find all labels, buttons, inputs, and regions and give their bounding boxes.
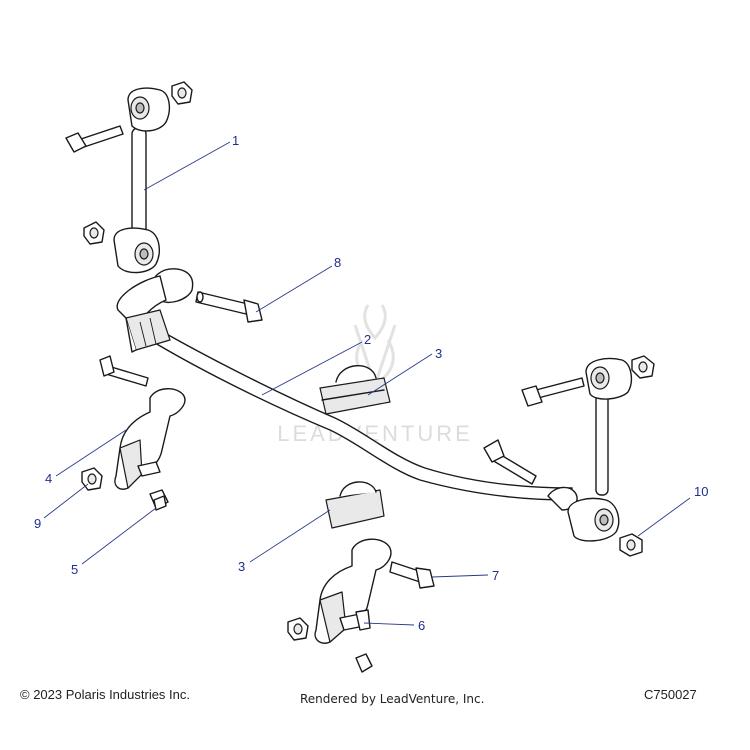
- callout-3-lower[interactable]: 3: [238, 509, 331, 574]
- stabilizer-link-left: [113, 87, 171, 274]
- bar-bushing-left: [125, 309, 171, 353]
- svg-text:8: 8: [334, 255, 341, 270]
- rendered-by-text: Rendered by LeadVenture, Inc.: [300, 692, 485, 706]
- nut-upper-left: [171, 81, 193, 105]
- svg-text:2: 2: [364, 332, 371, 347]
- bolt-7: [389, 561, 435, 589]
- fitting-lower: [355, 653, 373, 673]
- bushing-3-upper: [319, 364, 391, 415]
- svg-text:10: 10: [694, 484, 708, 499]
- callout-9[interactable]: 9: [34, 483, 89, 531]
- bolt-upper-left: [65, 125, 124, 153]
- nut-upper-right: [631, 355, 655, 379]
- svg-text:9: 9: [34, 516, 41, 531]
- bolt-upper-right: [521, 377, 585, 407]
- callout-4[interactable]: 4: [45, 429, 127, 486]
- fitting-5: [149, 489, 169, 511]
- callout-6[interactable]: 6: [363, 618, 425, 633]
- nut-lower: [287, 617, 309, 641]
- copyright-text: © 2023 Polaris Industries Inc.: [20, 687, 190, 702]
- callout-10[interactable]: 10: [637, 484, 708, 537]
- svg-text:3: 3: [435, 346, 442, 361]
- diagram-code: C750027: [644, 687, 697, 702]
- nut-lower-left: [83, 221, 105, 245]
- bolt-bar-left: [99, 355, 149, 387]
- bolt-6: [339, 609, 371, 631]
- stabilizer-bar: [116, 268, 578, 511]
- bushing-3-lower: [325, 481, 385, 529]
- bolt-8: [195, 291, 263, 323]
- stabilizer-link-right: [567, 357, 633, 542]
- svg-text:4: 4: [45, 471, 52, 486]
- callout-5[interactable]: 5: [71, 507, 157, 577]
- callout-8[interactable]: 8: [255, 255, 341, 313]
- callout-3-upper[interactable]: 3: [367, 346, 442, 396]
- svg-text:1: 1: [232, 133, 239, 148]
- nut-10: [619, 533, 643, 557]
- bolt-bar-right: [483, 439, 537, 485]
- callout-2[interactable]: 2: [261, 332, 371, 396]
- svg-text:6: 6: [418, 618, 425, 633]
- callout-7[interactable]: 7: [431, 568, 499, 583]
- callout-1[interactable]: 1: [143, 133, 239, 191]
- bolt-bracket-left: [137, 461, 161, 477]
- svg-text:7: 7: [492, 568, 499, 583]
- svg-text:5: 5: [71, 562, 78, 577]
- svg-text:3: 3: [238, 559, 245, 574]
